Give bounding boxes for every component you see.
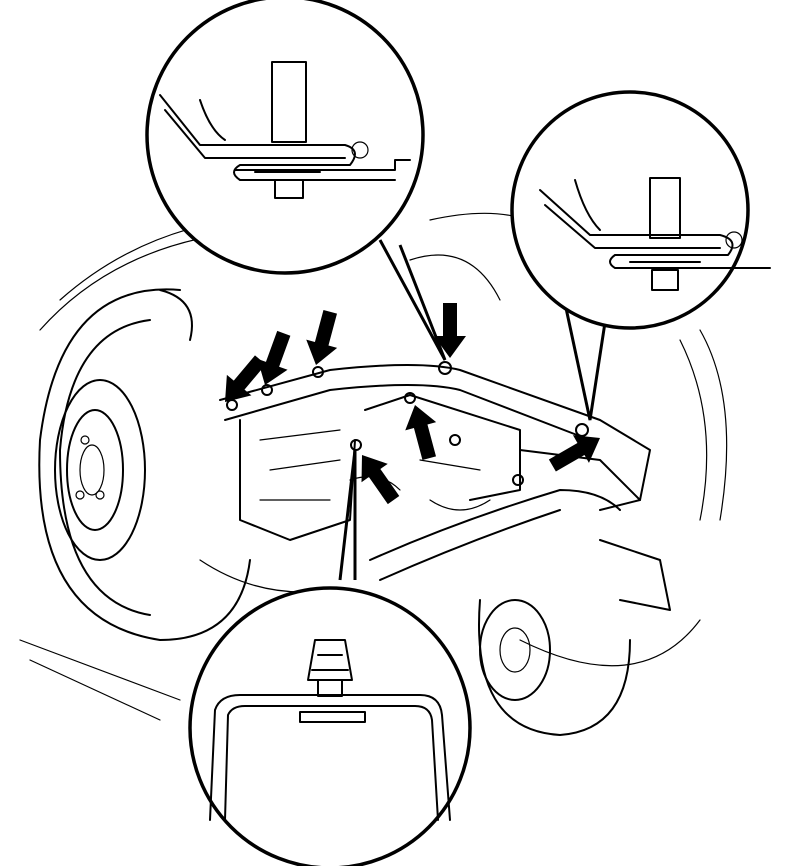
arrow-icon [225,355,266,402]
callout-detail-right [510,90,771,330]
arrow-icon [434,303,466,358]
callout-detail-bottom [188,586,472,866]
engine-undercover [199,361,671,611]
arrow-icon [405,405,437,460]
arrow-icon [257,330,291,385]
callout-detail-top-left [145,0,425,275]
arrow-icon [361,455,400,505]
right-wheel [478,599,631,736]
arrow-icon [306,310,338,365]
left-wheel [38,288,251,641]
arrows [225,303,600,505]
callout-leaders [338,239,612,581]
arrow-icon [548,435,600,472]
